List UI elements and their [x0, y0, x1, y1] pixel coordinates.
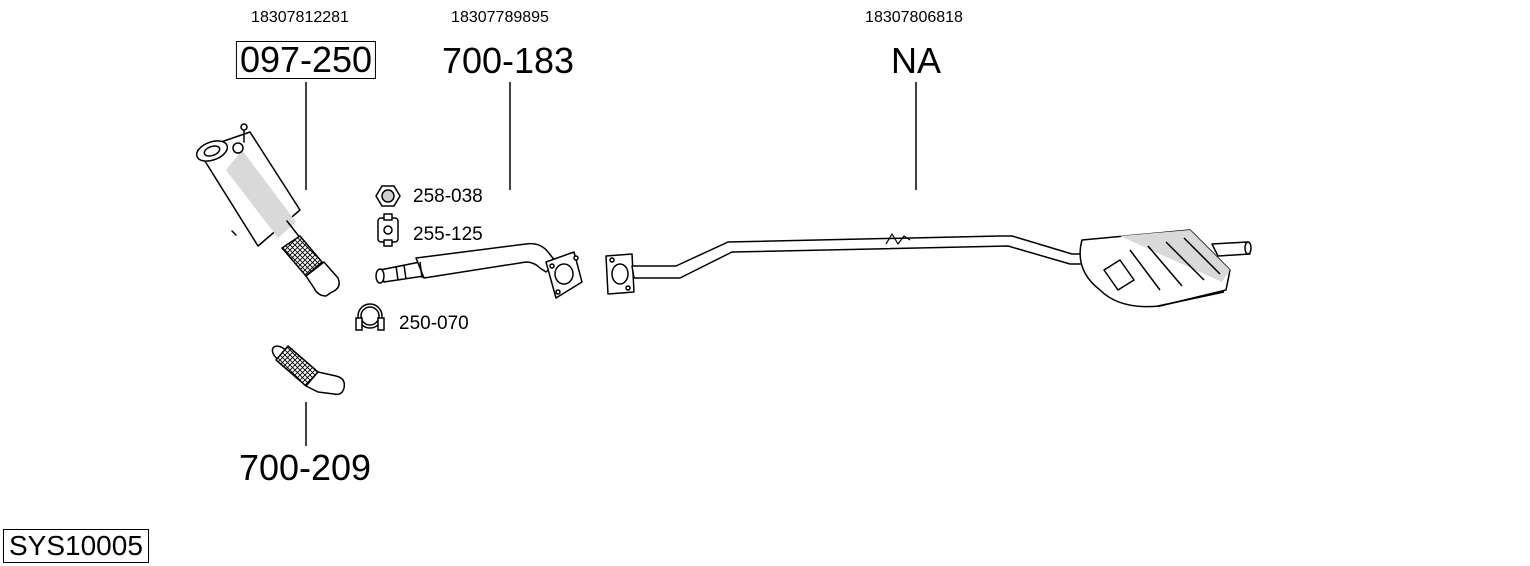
oem-number-front-pipe: 18307789895	[451, 9, 549, 26]
oem-number-catalyst: 18307812281	[251, 9, 349, 26]
front-pipe-drawing	[375, 242, 583, 299]
catalyst-drawing	[195, 123, 340, 297]
part-number-nut[interactable]: 258-038	[413, 186, 483, 207]
system-id-label: SYS10005	[3, 529, 149, 563]
nut-drawing	[375, 185, 401, 207]
part-number-flex-pipe[interactable]: 700-209	[238, 447, 372, 488]
rubber-mount-drawing	[377, 213, 399, 247]
part-number-rear[interactable]: NA	[890, 40, 942, 81]
rear-section-drawing	[605, 229, 1252, 308]
part-number-rubber-mount[interactable]: 255-125	[413, 224, 483, 245]
clamp-drawing	[355, 303, 385, 331]
flex-pipe-drawing	[271, 345, 346, 396]
part-number-clamp[interactable]: 250-070	[399, 313, 469, 334]
part-number-catalyst[interactable]: 097-250	[235, 41, 377, 79]
part-number-front-pipe[interactable]: 700-183	[441, 40, 575, 81]
oem-number-rear: 18307806818	[865, 9, 963, 26]
